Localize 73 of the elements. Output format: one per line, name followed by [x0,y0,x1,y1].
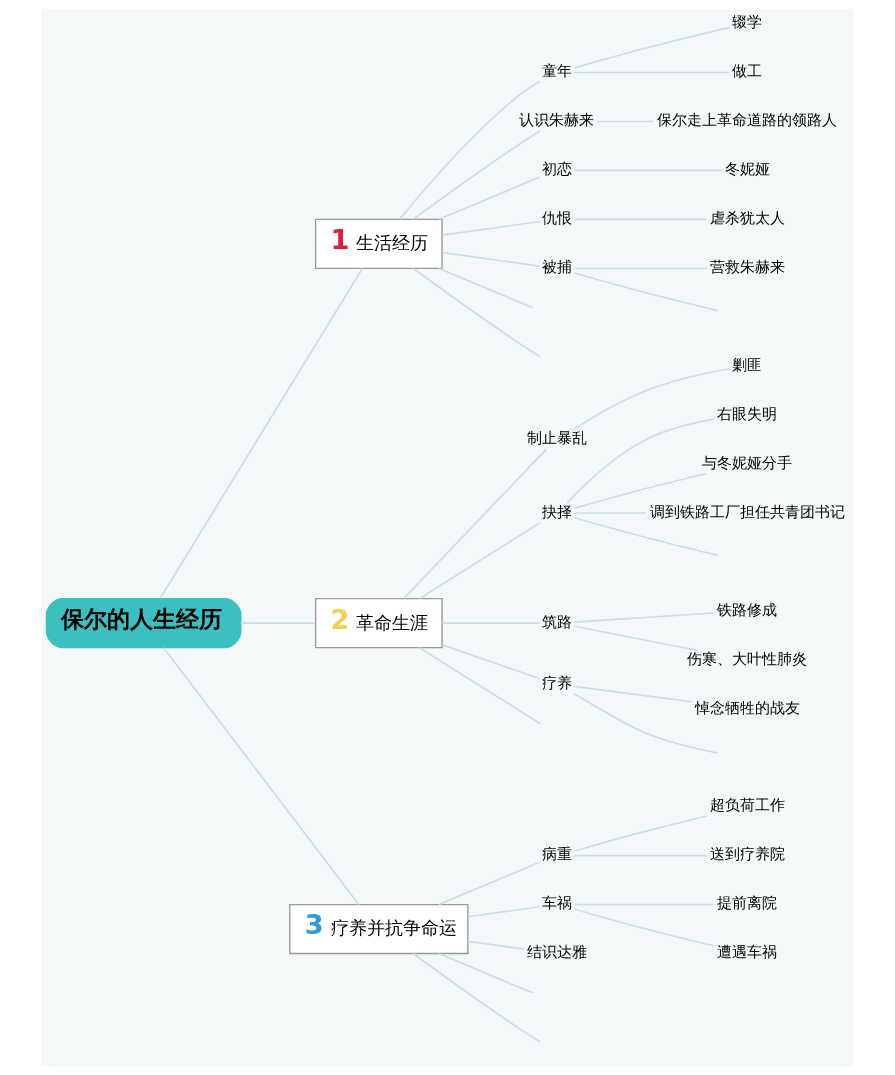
node-box: 保尔的人生经历 [45,598,242,649]
node-text: 做工 [732,62,763,81]
node-text: 冬妮娅 [724,160,770,179]
connector [573,26,731,69]
node-text: 剿匪 [732,356,763,375]
node-text: 制止暴乱 [526,429,587,448]
node-text: 被捕 [541,258,572,277]
node-text: 右眼失明 [717,404,778,423]
node-box: 3 疗养并抗争命运 [289,903,469,955]
node-text: 认识朱赫来 [519,111,595,130]
connector [403,448,548,600]
node-box: 2 革命生涯 [314,598,443,649]
node-text: 送到疗养院 [709,845,785,864]
node-text: 车祸 [541,894,572,913]
connector [566,418,716,505]
connector [441,622,541,624]
node-text: 童年 [541,62,572,81]
connector [438,861,541,906]
connector [467,940,525,950]
connector [162,646,360,906]
connector [573,169,724,172]
connector [573,512,647,514]
connector [412,952,541,1043]
node-text: 筑路 [541,612,572,631]
connector [573,854,708,857]
connector [573,908,716,947]
connector [573,612,716,623]
connector [596,120,655,123]
connector [573,472,707,510]
connector [573,685,693,703]
node-text: 伤寒、大叶性肺炎 [687,649,808,668]
connector [573,71,731,74]
connector [398,80,541,220]
connector [412,130,541,220]
connector [573,267,708,270]
connector [573,516,719,557]
node-box: 1 生活经历 [314,218,443,269]
node-text: 与冬妮娅分手 [702,453,793,472]
node-text: 调到铁路工厂担任共青团书记 [649,502,845,521]
node-text: 辍学 [732,13,763,32]
connector [441,220,541,236]
connector [573,625,698,652]
connector [571,367,731,431]
node-text: 铁路修成 [717,600,778,619]
node-text: 结识达雅 [526,943,587,962]
connector [412,267,541,358]
node-text: 营救朱赫来 [709,258,785,277]
node-text: 仇恨 [541,209,572,228]
connector [573,903,716,906]
node-text: 抉择 [541,502,572,521]
connector [418,647,542,725]
node-text: 提前离院 [717,894,778,913]
connector [438,176,541,220]
node-text: 遭遇车祸 [717,943,778,962]
connector [441,644,541,680]
node-text: 超负荷工作 [709,796,785,815]
node-text: 初恋 [541,160,572,179]
connector [573,218,708,221]
connector [159,267,364,600]
connector [418,521,542,600]
connector [438,267,534,309]
connector [441,251,541,267]
connector [573,693,719,754]
connector [438,952,534,994]
connector [467,906,541,918]
node-text: 虐杀犹太人 [709,209,785,228]
node-text: 悼念牺牲的战友 [694,698,800,717]
connector [573,272,719,312]
node-text: 病重 [541,845,572,864]
connector [240,622,317,624]
node-text: 保尔走上革命道路的领路人 [657,111,838,130]
connector [573,815,708,852]
node-text: 疗养 [541,674,572,693]
